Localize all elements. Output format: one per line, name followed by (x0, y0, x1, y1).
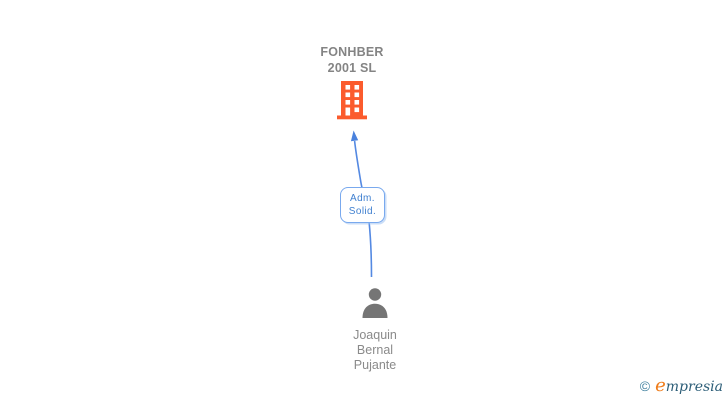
company-name-line: FONHBER (320, 45, 384, 59)
company-name-line: 2001 SL (327, 61, 377, 75)
person-name-line: Bernal (356, 343, 394, 357)
person-name-line: Joaquin (353, 328, 397, 342)
person-icon (275, 287, 475, 323)
person-name-line: Pujante (353, 358, 397, 372)
person-name: Joaquin Bernal Pujante (275, 328, 475, 373)
brand-name: mpresia (665, 379, 723, 395)
person-node[interactable]: Joaquin Bernal Pujante (275, 287, 475, 373)
company-node[interactable]: FONHBER 2001 SL (252, 44, 452, 125)
building-icon (252, 81, 452, 125)
company-name: FONHBER 2001 SL (252, 44, 452, 76)
edge-label: Adm. Solid. (340, 187, 385, 223)
brand-initial: e (655, 375, 666, 396)
copyright-icon: © (639, 378, 651, 394)
empresia-logo[interactable]: © e mpresia (639, 375, 723, 396)
edge-label-line: Solid. (348, 205, 377, 217)
edge-label-line: Adm. (350, 192, 375, 204)
arrow-up-icon (350, 130, 359, 142)
